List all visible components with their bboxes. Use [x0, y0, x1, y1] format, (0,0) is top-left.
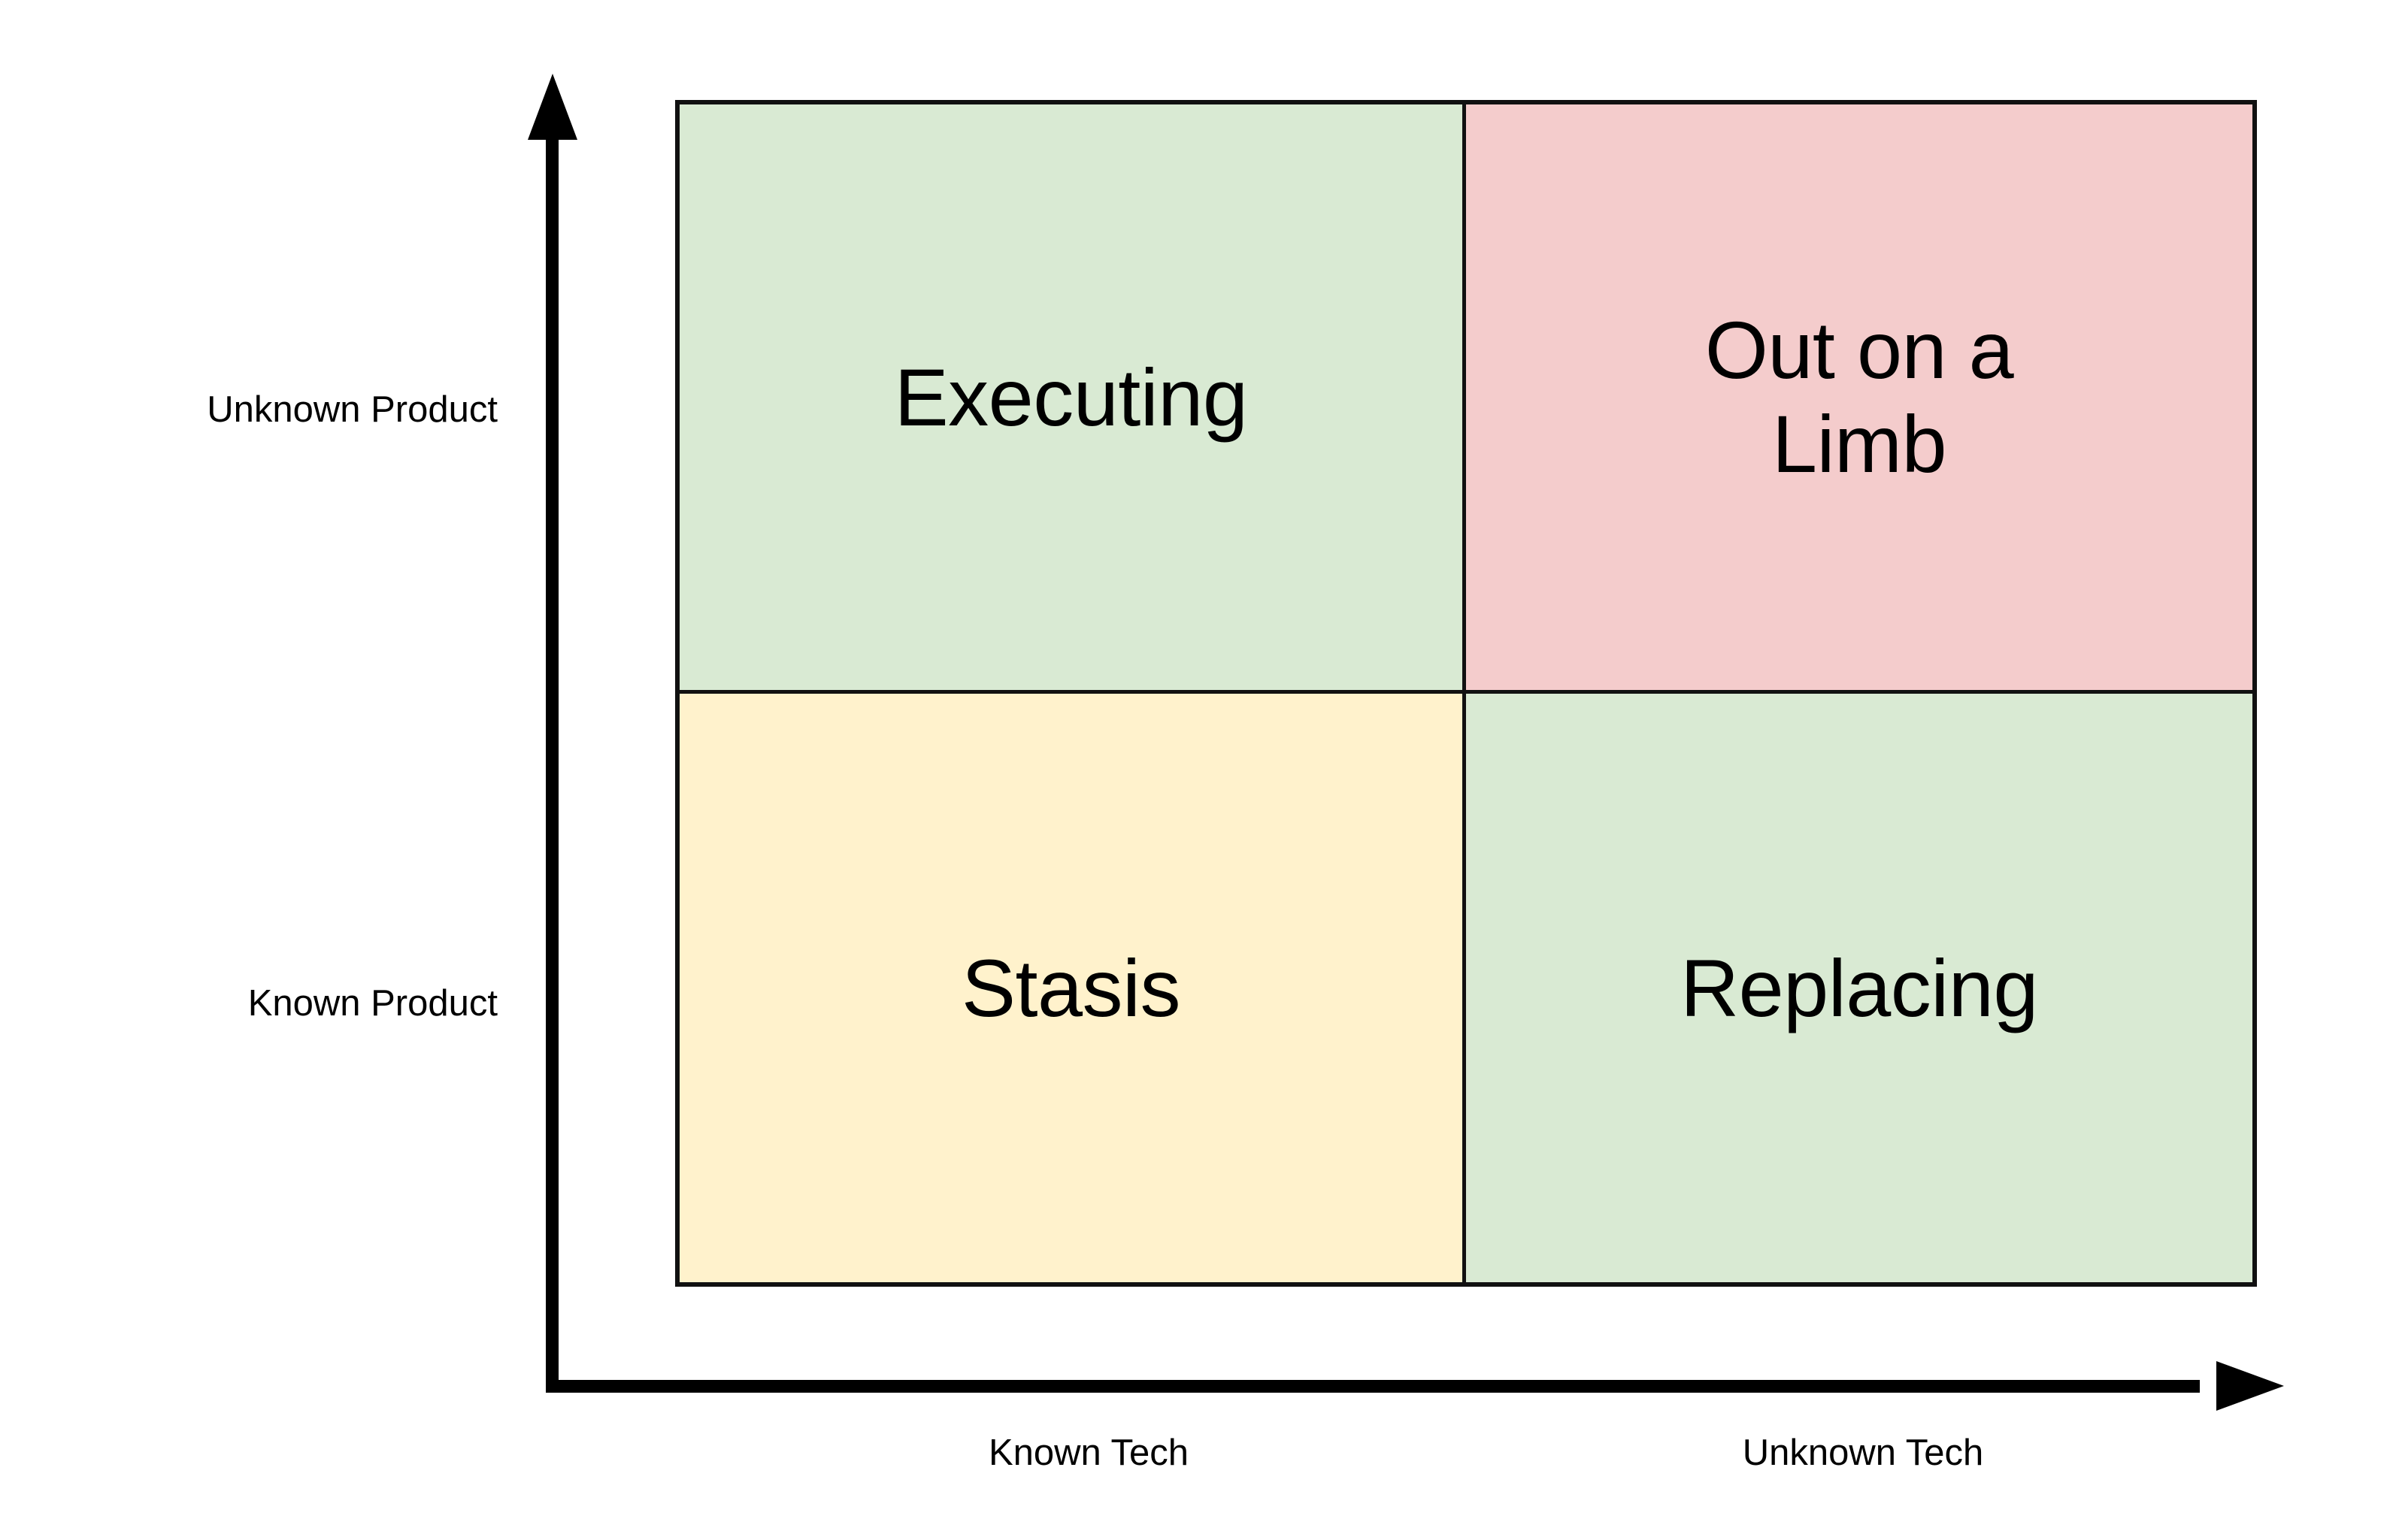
x-axis-arrow-right-icon: [2216, 1361, 2284, 1411]
y-axis-label-known-product: Known Product: [247, 983, 498, 1024]
quadrant-cell-out-on-a-limb[interactable]: Out on a Limb: [1466, 104, 2252, 694]
y-axis-line: [546, 105, 559, 1393]
quadrant-cell-executing[interactable]: Executing: [680, 104, 1466, 694]
quadrant-cell-stasis[interactable]: Stasis: [680, 693, 1466, 1282]
x-axis-label-unknown-tech: Unknown Tech: [1742, 1433, 1984, 1473]
quadrant-matrix: Executing Out on a Limb Stasis Replacing: [675, 100, 2257, 1287]
quadrant-label-executing: Executing: [894, 351, 1248, 443]
quadrant-label-out-on-a-limb: Out on a Limb: [1704, 304, 2014, 490]
y-axis-label-unknown-product: Unknown Product: [207, 389, 498, 430]
y-axis-arrow-up-icon: [528, 74, 577, 140]
quadrant-label-replacing: Replacing: [1680, 942, 2038, 1033]
quadrant-label-stasis: Stasis: [961, 942, 1181, 1033]
x-axis-label-known-tech: Known Tech: [988, 1433, 1189, 1473]
x-axis-line: [546, 1380, 2200, 1393]
quadrant-cell-replacing[interactable]: Replacing: [1466, 693, 2252, 1282]
